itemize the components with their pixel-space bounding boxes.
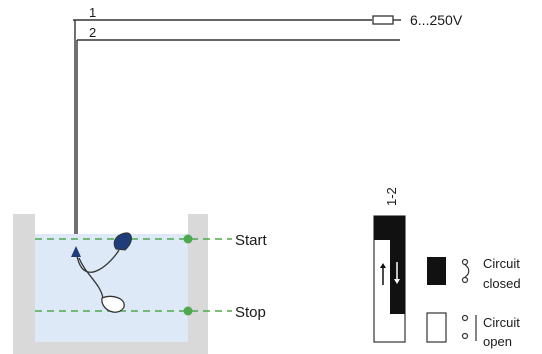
tank: Start Stop [13, 214, 268, 354]
open-contact-top-icon [461, 314, 469, 322]
float-cable [76, 249, 120, 299]
float-switch [71, 232, 132, 313]
float-lower-icon [101, 295, 125, 313]
stop-level-marker [183, 306, 193, 316]
closed-contact-bottom-icon [461, 276, 469, 284]
supply-voltage-label: 6...250V [410, 12, 463, 28]
legend-closed-swatch [427, 257, 446, 285]
float-upper-icon [113, 232, 132, 251]
open-contact-bottom-icon [461, 332, 469, 340]
arrow-up-head [380, 263, 386, 268]
wiring: 1 2 6...250V [73, 5, 463, 252]
stop-label: Stop [235, 304, 266, 321]
legend-open-line1: Circuit [483, 315, 520, 330]
tank-water [35, 234, 188, 342]
tank-walls [13, 214, 208, 354]
weight-icon [71, 246, 81, 257]
wire-1-label: 1 [89, 5, 96, 20]
arrow-down-head [394, 279, 400, 284]
start-level-marker [183, 234, 193, 244]
closed-switch-icon [464, 264, 470, 278]
legend-open-line2: open [483, 334, 512, 349]
closed-contact-top-icon [461, 258, 469, 266]
wire-2-label: 2 [89, 25, 96, 40]
start-label: Start [235, 232, 268, 249]
legend-open-swatch [426, 312, 447, 343]
fuse-icon [372, 15, 394, 25]
contact-label: 1-2 [384, 187, 399, 206]
legend-closed-line1: Circuit [483, 256, 520, 271]
switching-diagram: 1-2 Circuit closed Circuit open [373, 187, 521, 349]
legend-closed-line2: closed [483, 276, 521, 291]
